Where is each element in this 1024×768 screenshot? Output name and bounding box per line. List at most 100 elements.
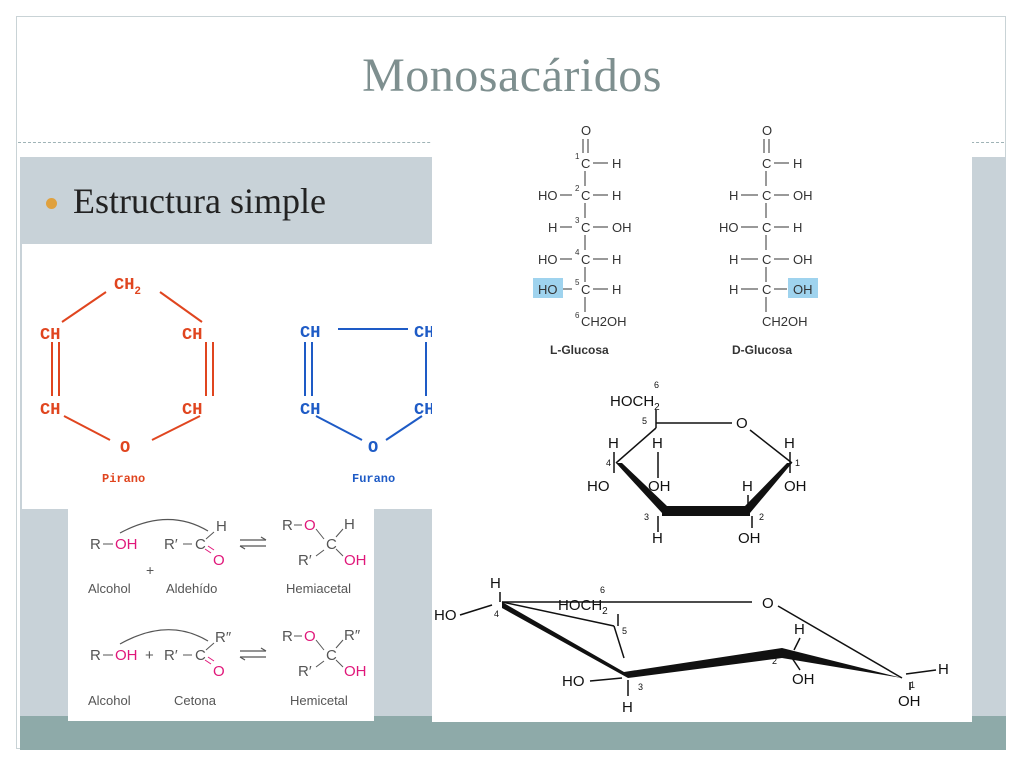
cetona-caption: Cetona xyxy=(174,693,217,708)
bullet-item: Estructura simple xyxy=(46,180,326,222)
glucose-figure: O 1 C H HO 2 C H H 3 C OH HO 4 C xyxy=(434,123,949,716)
hoch2-label: HOCH2 xyxy=(610,393,660,413)
ch-label: CH xyxy=(182,326,202,345)
ho-label: HO xyxy=(587,478,610,495)
plus-sign: + xyxy=(145,647,154,664)
h-label: H xyxy=(344,516,355,533)
oxygen-label: O xyxy=(120,439,130,458)
h-label: H xyxy=(938,661,949,678)
ketone-reaction: R OH + R′ C R″ O R O C R″ OH R′ xyxy=(90,627,367,680)
carbon-number: 2 xyxy=(772,656,777,666)
ho-label: HO xyxy=(538,252,558,267)
chair-conformation: H HO 4 6 HOCH2 5 O H 2 OH HO 3 H H xyxy=(434,575,949,716)
h-label: H xyxy=(548,220,557,235)
ho-label: HO xyxy=(562,673,585,690)
c-label: C xyxy=(762,282,771,297)
l-glucose-caption: L-Glucosa xyxy=(550,343,609,357)
aldehido-caption: Aldehído xyxy=(166,581,217,596)
c-label: C xyxy=(762,188,771,203)
h-label: H xyxy=(608,435,619,452)
h-label: H xyxy=(729,252,738,267)
l-glucose-fischer: O 1 C H HO 2 C H H 3 C OH HO 4 C xyxy=(533,123,632,357)
ch-label: CH xyxy=(40,326,60,345)
carbon-number: 4 xyxy=(606,458,611,468)
oh-label: OH xyxy=(793,282,813,297)
oh-label: OH xyxy=(738,530,761,547)
rdprime-label: R″ xyxy=(215,629,232,646)
h-label: H xyxy=(612,188,621,203)
ring-bottom xyxy=(616,463,792,513)
c-label: C xyxy=(326,647,337,664)
oh-label: OH xyxy=(344,552,367,569)
h-label: H xyxy=(490,575,501,592)
ch-label: CH xyxy=(182,401,202,420)
arrow-curve xyxy=(119,629,209,645)
equilibrium-arrow xyxy=(239,647,267,661)
slide-title: Monosacáridos xyxy=(362,49,662,102)
furan-labels: CH CH CH CH O Furano xyxy=(300,324,434,486)
pyran-labels: CH2 CH CH CH CH O Pirano xyxy=(40,276,202,486)
c-label: C xyxy=(762,156,771,171)
ho-label: HO xyxy=(538,188,558,203)
h-label: H xyxy=(612,282,621,297)
hemiacetal-caption: Hemiacetal xyxy=(286,581,351,596)
h-label: H xyxy=(612,252,621,267)
ketone-captions: Alcohol Cetona Hemicetal xyxy=(88,693,348,708)
equilibrium-arrow xyxy=(239,536,267,550)
carbon-number: 5 xyxy=(642,416,647,426)
oxygen-label: O xyxy=(368,439,378,458)
chair-bottom xyxy=(502,602,902,678)
furano-caption: Furano xyxy=(352,472,395,486)
ho-label: HO xyxy=(719,220,739,235)
h-label: H xyxy=(729,282,738,297)
oh-label: OH xyxy=(898,693,921,710)
bullet-text: Estructura simple xyxy=(73,181,326,221)
r-label: R xyxy=(90,536,101,553)
h-label: H xyxy=(729,188,738,203)
oh-label: OH xyxy=(115,536,138,553)
h-label: H xyxy=(216,518,227,535)
carbon-number: 3 xyxy=(638,682,643,692)
furan-ring xyxy=(304,328,434,441)
d-glucose-caption: D-Glucosa xyxy=(732,343,792,357)
o-label: O xyxy=(213,552,225,569)
h-label: H xyxy=(652,435,663,452)
rings-panel: CH2 CH CH CH CH O Pirano CH CH CH CH O F… xyxy=(22,244,434,509)
oh-label: OH xyxy=(344,663,367,680)
carbon-number: 6 xyxy=(575,311,580,320)
bullet-dot xyxy=(46,197,57,209)
carbon-number: 3 xyxy=(575,216,580,225)
carbon-number: 2 xyxy=(759,512,764,522)
ch-label: CH xyxy=(40,401,60,420)
ch-label: CH xyxy=(300,324,320,343)
o-label: O xyxy=(304,628,316,645)
carbon-number: 2 xyxy=(575,184,580,193)
oh-label: OH xyxy=(793,188,813,203)
reactions-figure: R OH R′ C H O R O C H OH R′ xyxy=(88,516,367,708)
pirano-caption: Pirano xyxy=(102,472,145,486)
carbon-number: 4 xyxy=(575,248,580,257)
hoch2-label: HOCH2 xyxy=(558,597,608,617)
oh-label: OH xyxy=(784,478,807,495)
h-label: H xyxy=(794,621,805,638)
c-label: C xyxy=(762,252,771,267)
c-label: C xyxy=(581,188,590,203)
d-glucose-fischer: O C H H C OH HO C H H C OH H xyxy=(719,123,818,357)
ho-label: HO xyxy=(434,607,457,624)
c-label: C xyxy=(581,282,590,297)
alcohol-caption: Alcohol xyxy=(88,581,131,596)
carbon-number: 1 xyxy=(575,152,580,161)
aldehyde-captions: Alcohol Aldehído Hemiacetal xyxy=(88,581,351,596)
c-label: C xyxy=(581,252,590,267)
oh-label: OH xyxy=(612,220,632,235)
ch2-label: CH2 xyxy=(114,276,141,298)
carbon-number: 1 xyxy=(795,458,800,468)
ring-oxygen: O xyxy=(736,415,748,432)
oh-label: OH xyxy=(648,478,671,495)
carbon-number: 5 xyxy=(575,278,580,287)
hemicetal-caption: Hemicetal xyxy=(290,693,348,708)
h-label: H xyxy=(784,435,795,452)
c-label: C xyxy=(581,220,590,235)
c-label: C xyxy=(195,536,206,553)
ho-label: HO xyxy=(538,282,558,297)
